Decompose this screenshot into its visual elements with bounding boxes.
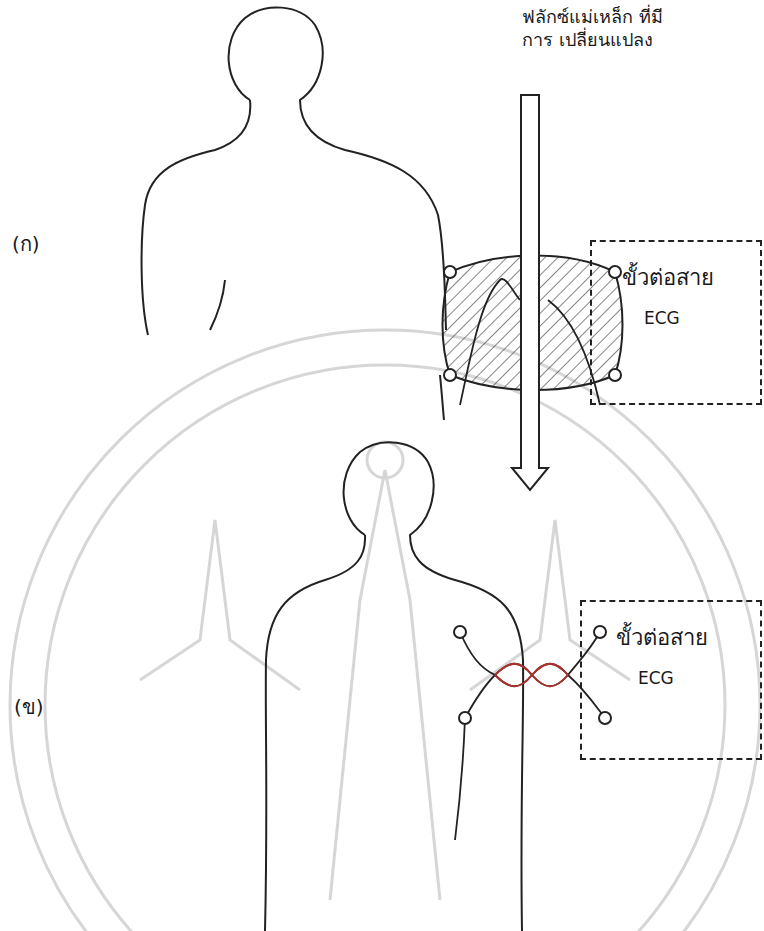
twisted-leads: [455, 632, 605, 840]
flux-label: ฟลักซ์แม่เหล็ก ที่มีการ เปลี่ยนแปลง: [522, 6, 672, 51]
connector-block: ขั้วต่อสาย ECG: [580, 600, 762, 760]
block-title: ขั้วต่อสาย: [622, 260, 714, 295]
block-subtitle: ECG: [644, 308, 680, 328]
body-outline: [142, 7, 446, 420]
block-subtitle: ECG: [638, 668, 674, 688]
flux-arrow: [512, 95, 548, 490]
connector-block: ขั้วต่อสาย ECG: [590, 240, 762, 405]
watermark-seal: [10, 330, 760, 931]
figure-label: (ก): [12, 232, 40, 257]
terminals: [454, 626, 611, 724]
figure-label: (ข): [14, 695, 44, 720]
block-title: ขั้วต่อสาย: [616, 620, 708, 655]
